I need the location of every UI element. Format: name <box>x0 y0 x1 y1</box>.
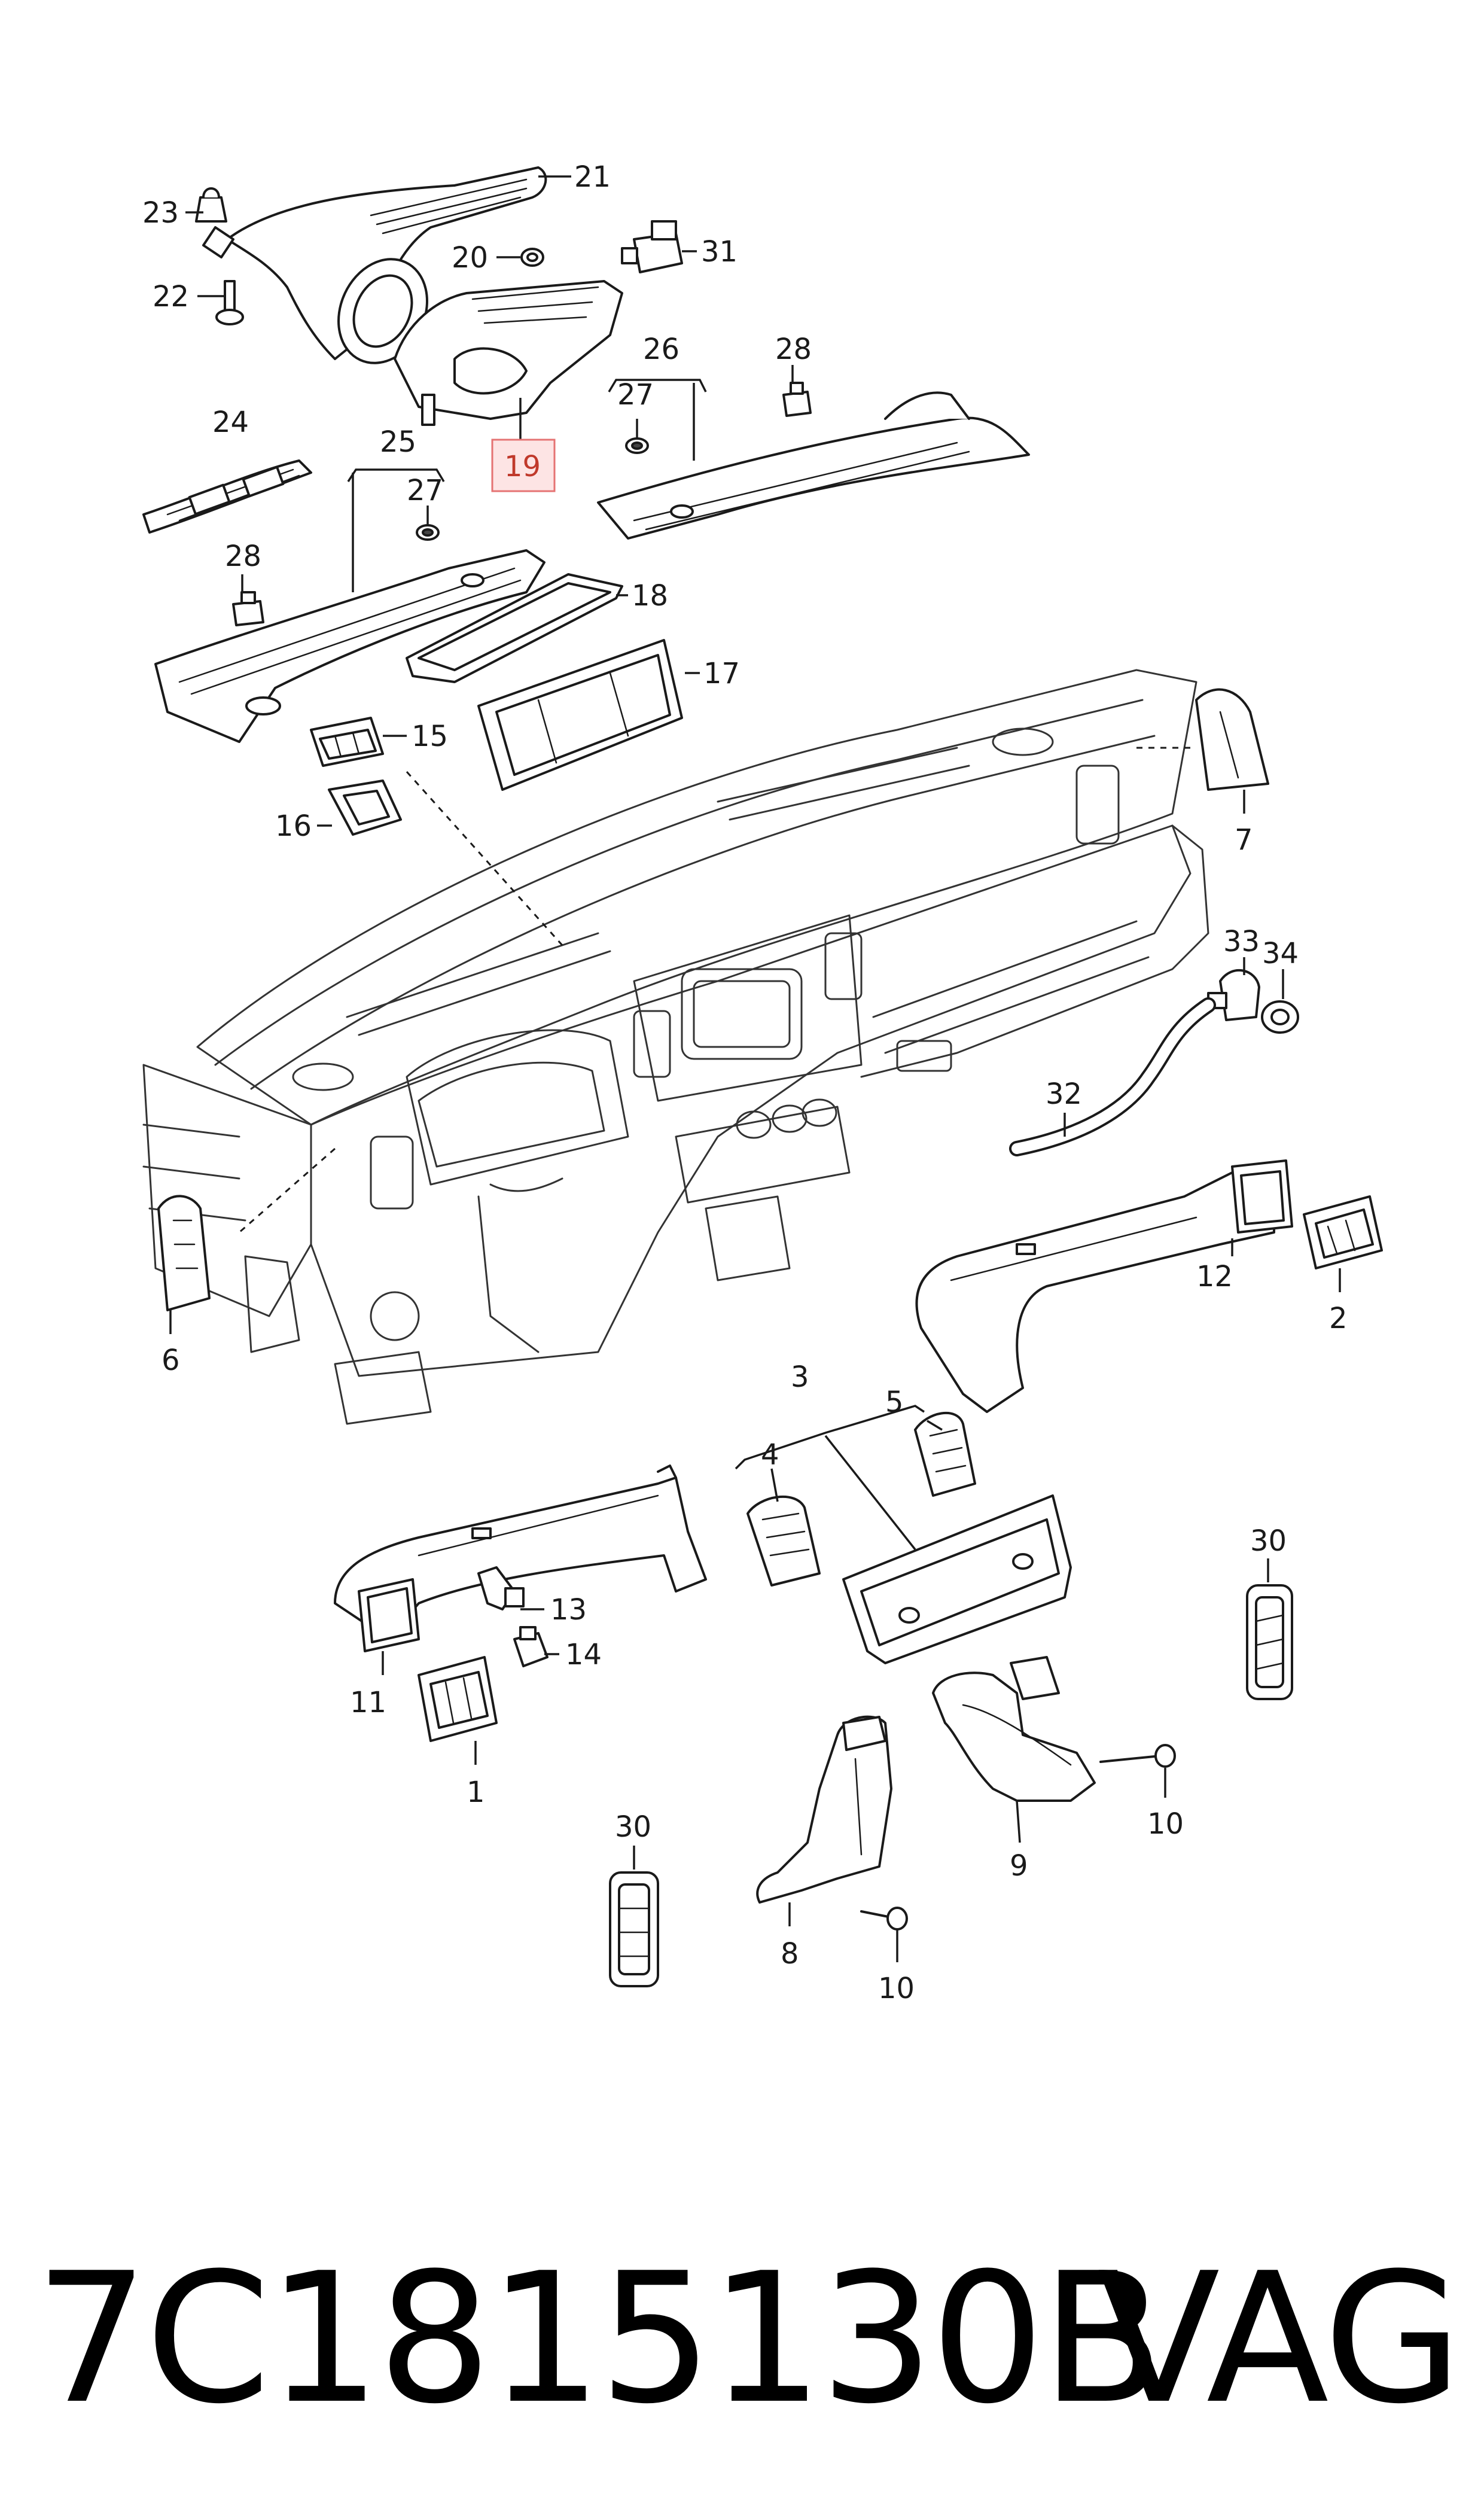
callout-31: 31 <box>701 235 738 269</box>
callout-labels: 21 23 22 20 31 19 26 28 27 24 25 27 28 1… <box>142 160 1348 2005</box>
callout-34: 34 <box>1262 937 1299 970</box>
part-1-vent <box>418 1656 498 1742</box>
callout-5: 5 <box>885 1386 904 1419</box>
callout-6: 6 <box>161 1344 180 1377</box>
dashboard-assembly <box>142 669 1209 1425</box>
callout-9: 9 <box>1010 1849 1028 1883</box>
callout-23: 23 <box>142 196 179 230</box>
part-13-actuator <box>477 1566 525 1610</box>
part-16-vent-bracket <box>328 780 402 836</box>
callout-17: 17 <box>703 657 740 690</box>
part-30-vent-right <box>1246 1584 1293 1700</box>
part-number: 7C1815130B <box>35 2234 1164 2443</box>
callout-22: 22 <box>153 280 189 313</box>
callout-15: 15 <box>412 720 448 753</box>
callout-19: 19 <box>504 450 541 483</box>
part-9-floor-duct <box>932 1656 1096 1802</box>
callout-10-b: 10 <box>878 1972 915 2005</box>
part-21-duct <box>202 166 547 364</box>
callout-11: 11 <box>350 1686 386 1719</box>
part-19-duct-housing <box>394 280 623 426</box>
part-31-sensor <box>621 220 683 273</box>
part-25-cowl-left <box>154 549 546 743</box>
callout-1: 1 <box>467 1776 485 1809</box>
part-26-cowl-right <box>597 391 1030 540</box>
part-32-corrugated-hose <box>1009 997 1216 1156</box>
part-17-vent-grille <box>477 639 683 791</box>
dashed-leaders <box>239 747 1196 1234</box>
part-28-clip-b <box>232 591 264 626</box>
callout-2: 2 <box>1329 1302 1348 1335</box>
part-33-connector <box>1207 969 1260 1021</box>
callout-26: 26 <box>643 333 679 366</box>
callout-18: 18 <box>632 579 668 613</box>
callout-10-a: 10 <box>1147 1807 1184 1841</box>
part-20-nut <box>520 248 544 267</box>
callout-12: 12 <box>1196 1260 1233 1293</box>
callout-25: 25 <box>380 425 416 459</box>
part-11-air-duct <box>334 1464 707 1652</box>
part-7-side-vent <box>1195 688 1269 791</box>
part-34-cap <box>1261 1000 1299 1034</box>
part-30-vent-left <box>609 1871 659 1987</box>
callout-28-a: 28 <box>775 333 812 366</box>
callout-27-b: 27 <box>407 474 443 507</box>
part-28-clip-a <box>782 382 812 417</box>
callout-28-b: 28 <box>225 540 261 573</box>
part-18-vent-frame <box>406 573 623 683</box>
part-2-vent <box>1303 1195 1383 1269</box>
part-14-clip <box>513 1626 548 1667</box>
callout-27-a: 27 <box>617 378 654 412</box>
part-10-screw-b <box>860 1907 908 1931</box>
group-brackets <box>347 379 925 1551</box>
part-4-vent <box>746 1495 821 1587</box>
part-3-center-housing <box>842 1494 1072 1664</box>
callout-30-b: 30 <box>615 1810 651 1844</box>
callout-16: 16 <box>275 809 312 843</box>
part-27-grommet-b <box>416 524 440 541</box>
callout-30-a: 30 <box>1250 1524 1287 1558</box>
callout-13: 13 <box>550 1593 587 1627</box>
part-27-grommet-a <box>625 437 649 454</box>
part-12-air-duct <box>915 1159 1293 1413</box>
callout-4: 4 <box>761 1438 779 1472</box>
callout-leaders <box>169 175 1341 1962</box>
part-15-vent <box>310 717 384 767</box>
callout-32: 32 <box>1046 1077 1082 1111</box>
callout-7: 7 <box>1235 823 1253 857</box>
callout-8: 8 <box>781 1937 799 1971</box>
part-22-screw <box>215 280 244 325</box>
callout-24: 24 <box>212 406 249 439</box>
part-8-floor-duct <box>756 1715 892 1904</box>
callout-14: 14 <box>565 1638 602 1671</box>
part-24-grille <box>142 459 312 534</box>
callout-33: 33 <box>1223 925 1260 958</box>
callout-19-highlight <box>491 439 556 492</box>
brand-name: VAG <box>1097 2234 1462 2443</box>
part-10-screw-a <box>1099 1744 1176 1768</box>
part-6-side-vent <box>157 1195 211 1311</box>
callout-3: 3 <box>791 1360 809 1394</box>
callout-21: 21 <box>574 160 611 194</box>
part-5-vent <box>914 1412 976 1497</box>
part-23-clip <box>195 187 227 223</box>
callout-20: 20 <box>452 241 488 275</box>
